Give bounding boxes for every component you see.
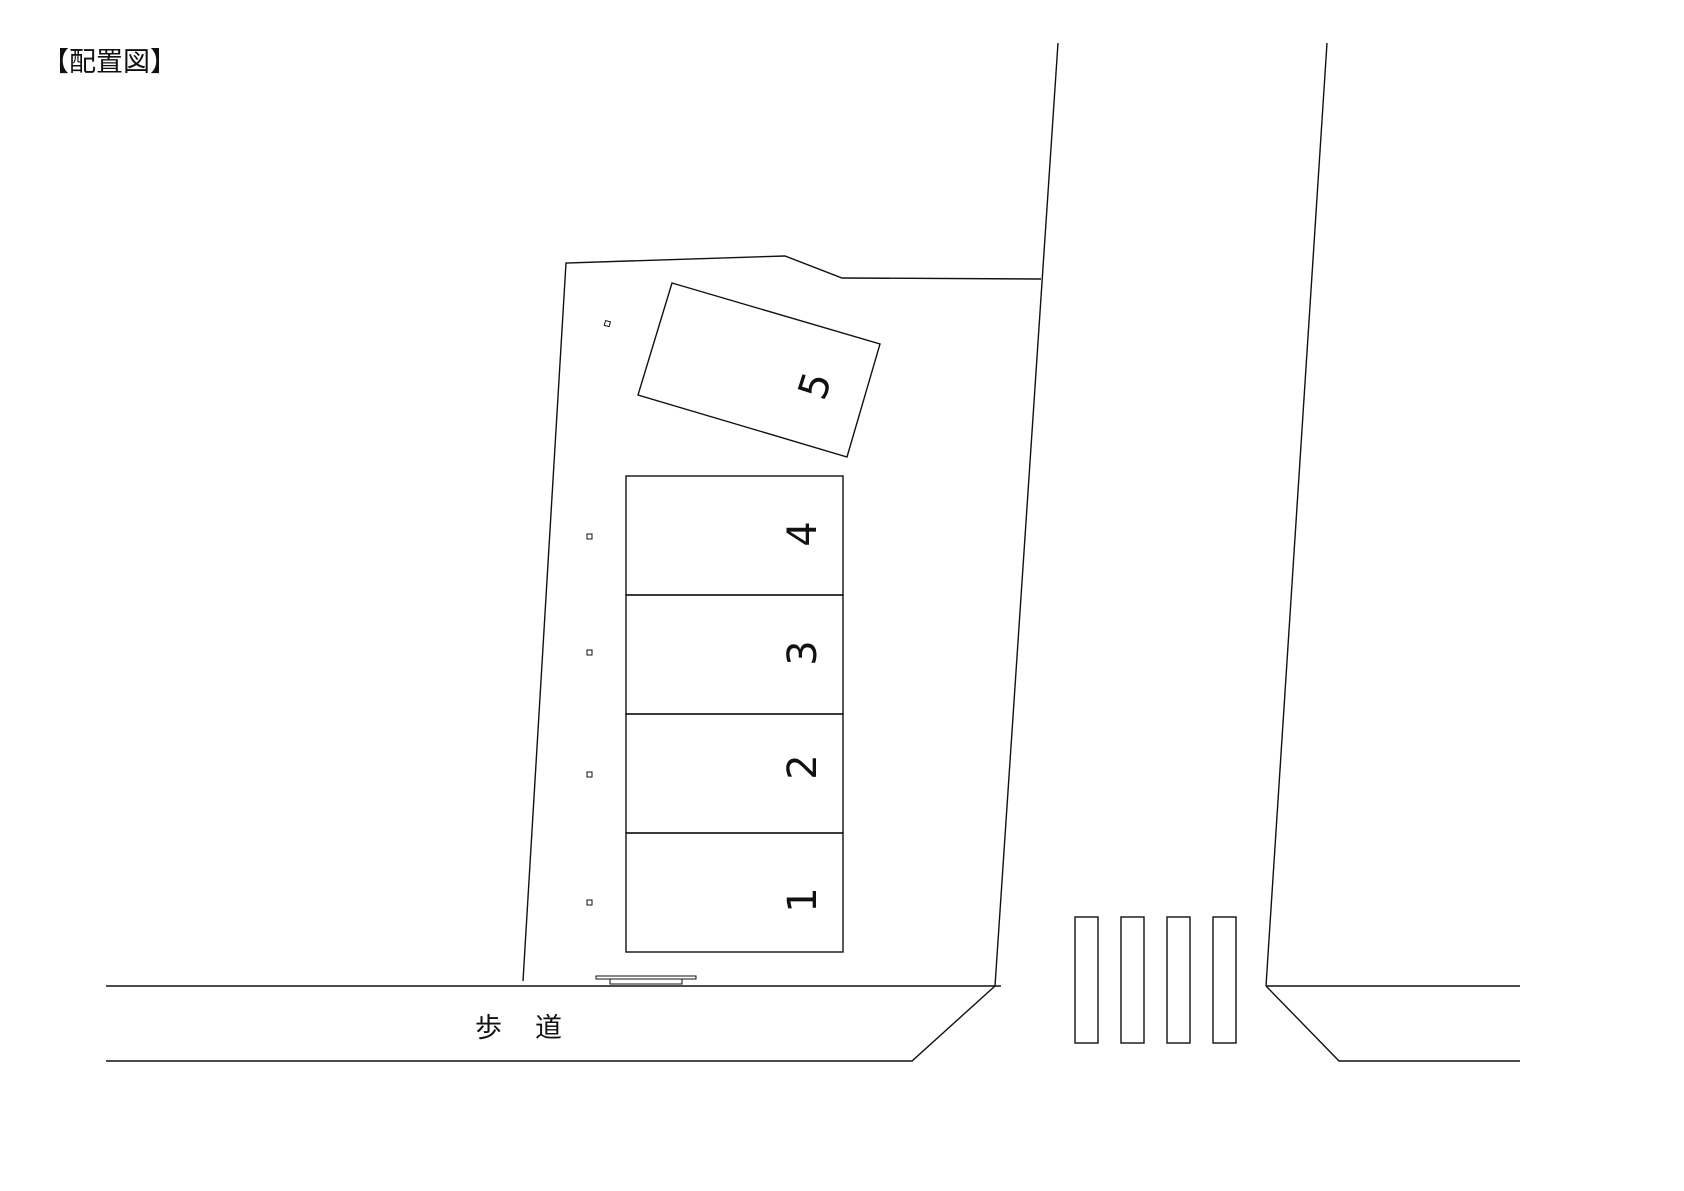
space-label-5: 5 bbox=[790, 367, 842, 405]
crosswalk-stripe bbox=[1212, 916, 1237, 1044]
boundary-marker bbox=[586, 533, 593, 540]
sidewalk-label-char-1: 歩 bbox=[475, 1013, 502, 1044]
crosswalk-stripe bbox=[1166, 916, 1191, 1044]
crosswalk-stripe bbox=[1074, 916, 1099, 1044]
space-label-3: 3 bbox=[780, 640, 826, 665]
boundary-marker bbox=[586, 649, 593, 656]
space-label-1: 1 bbox=[780, 887, 826, 912]
space-label-2: 2 bbox=[780, 754, 826, 779]
sidewalk-right-corner bbox=[1265, 985, 1520, 1062]
crosswalk-stripe bbox=[1120, 916, 1145, 1044]
curb-drain-inner bbox=[609, 978, 683, 985]
sidewalk-label-char-2: 道 bbox=[535, 1013, 562, 1044]
road-right-edge bbox=[1265, 42, 1328, 987]
space-label-4: 4 bbox=[780, 521, 826, 546]
boundary-marker bbox=[603, 319, 612, 328]
page-title: 【配置図】 bbox=[42, 47, 177, 78]
lot-right-boundary bbox=[994, 42, 1059, 987]
sidewalk-bottom-edge bbox=[106, 985, 996, 1062]
lot-boundary bbox=[522, 255, 1042, 982]
boundary-marker bbox=[586, 771, 593, 778]
parking-space-1 bbox=[625, 832, 844, 953]
boundary-marker bbox=[586, 899, 593, 906]
parking-space-5 bbox=[637, 282, 881, 458]
